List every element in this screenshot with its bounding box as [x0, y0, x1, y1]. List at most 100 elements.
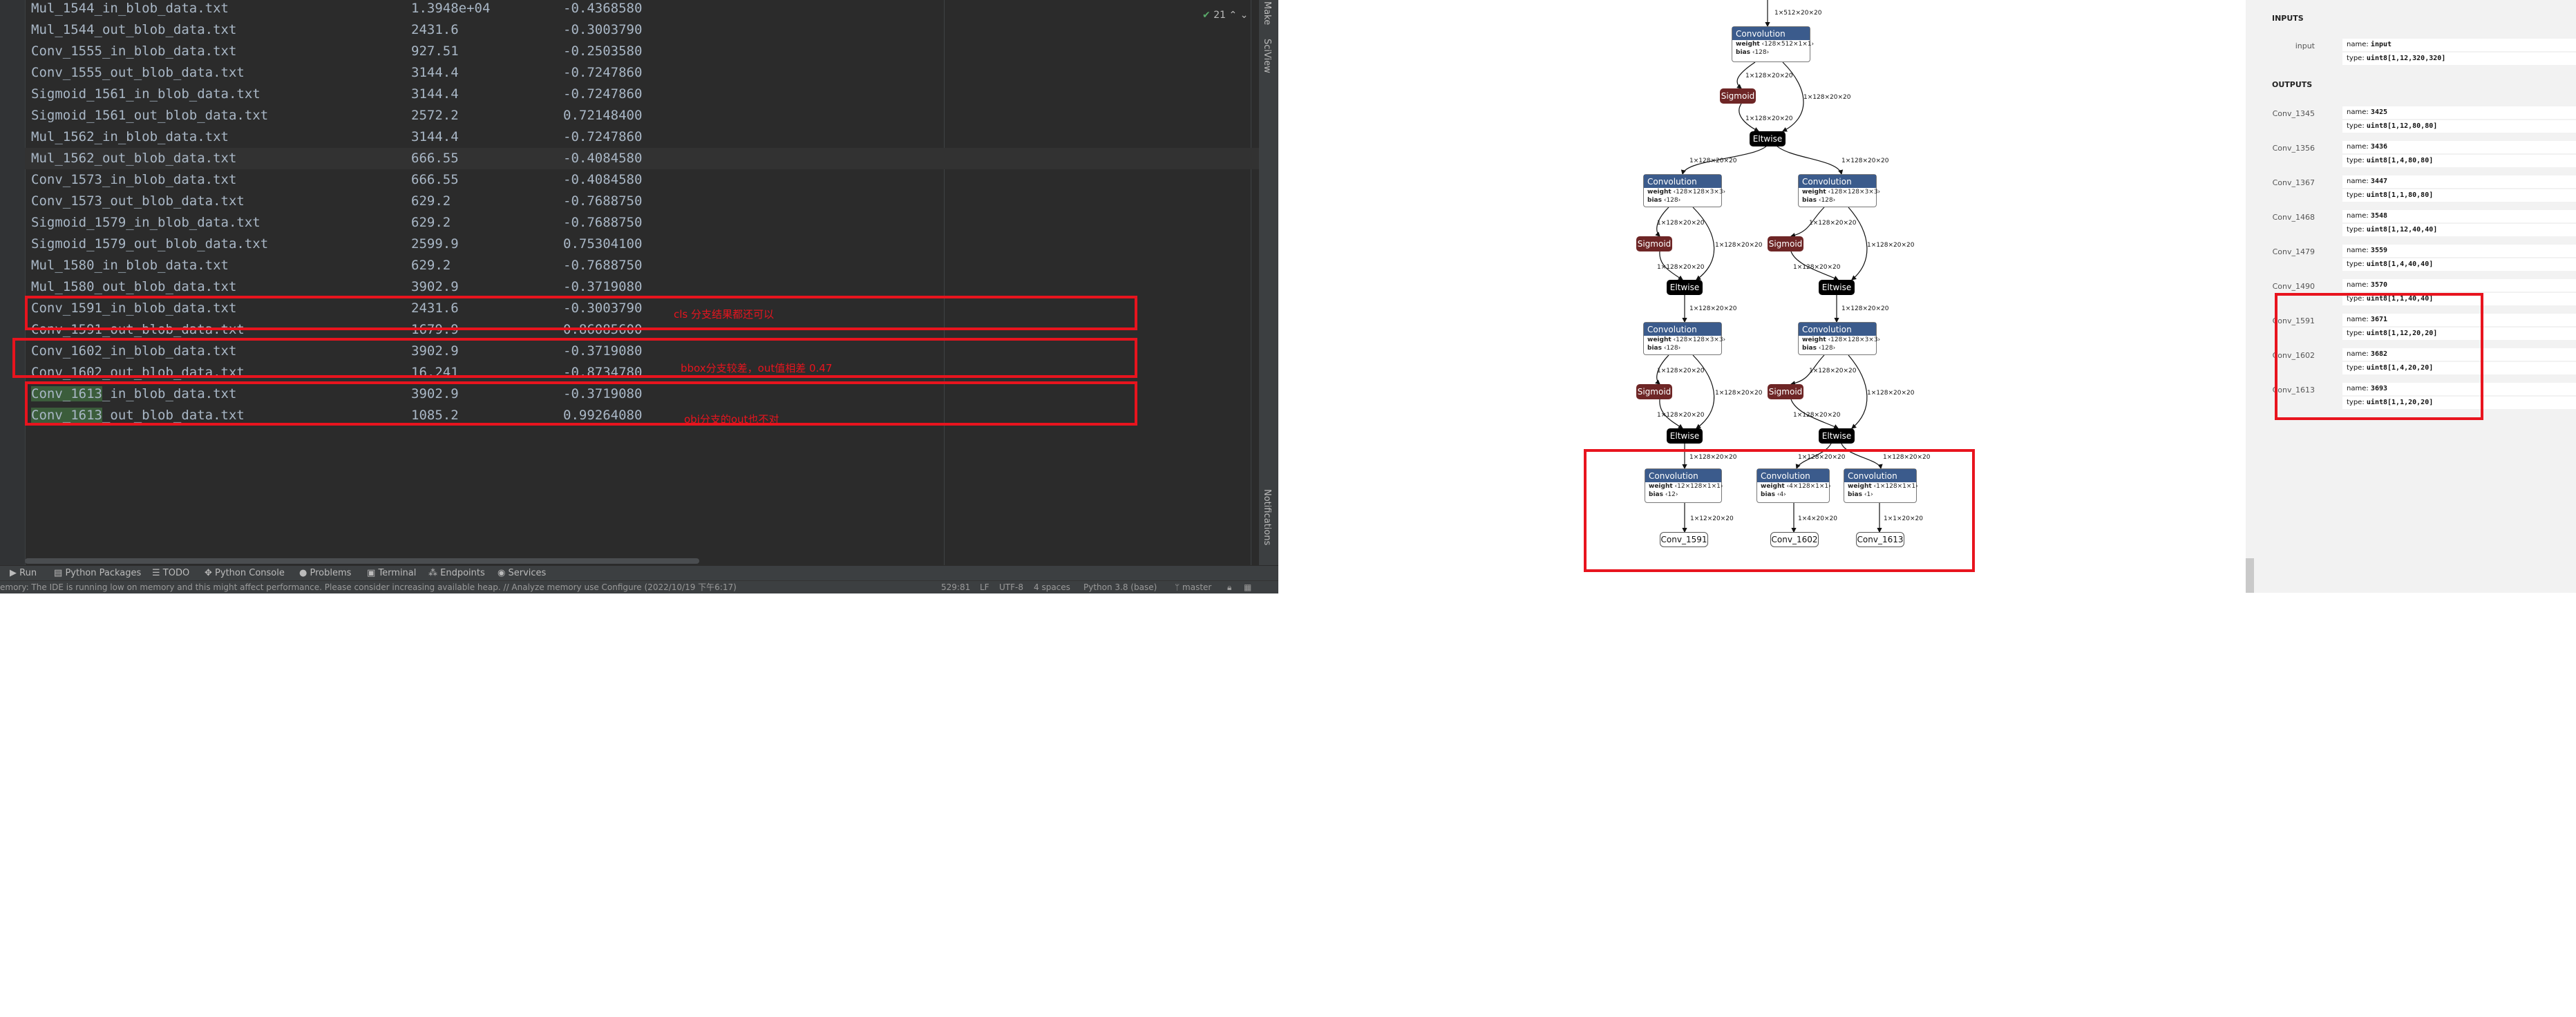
- sigmoid-node[interactable]: Sigmoid: [1720, 88, 1756, 104]
- conv-node-l1[interactable]: Convolution weight ‹128×128×3×3› bias ‹1…: [1643, 174, 1725, 207]
- lock-icon[interactable]: 🔒︎: [1227, 582, 1232, 592]
- input-type-field[interactable]: type: uint8[1,12,320,320]: [2342, 53, 2576, 65]
- output-type-field[interactable]: type: uint8[1,1,40,40]: [2342, 293, 2576, 305]
- horizontal-scrollbar[interactable]: [25, 558, 699, 564]
- output-node-conv-1591[interactable]: Conv_1591: [1660, 532, 1708, 547]
- output-name-field[interactable]: name: 3682: [2342, 348, 2576, 361]
- output-type-field[interactable]: type: uint8[1,12,40,40]: [2342, 224, 2576, 236]
- sigmoid-node[interactable]: Sigmoid: [1636, 384, 1672, 399]
- file-name: Mul_1562_out_blob_data.txt: [31, 151, 237, 166]
- todo-tab[interactable]: ☰ TODO: [152, 567, 189, 580]
- output-type-field[interactable]: type: uint8[1,4,40,40]: [2342, 258, 2576, 271]
- type-key: type:: [2347, 226, 2365, 234]
- annotation-cls: cls 分支结果都还可以: [674, 308, 774, 321]
- sigmoid-node[interactable]: Sigmoid: [1768, 236, 1803, 251]
- output-type-field[interactable]: type: uint8[1,12,80,80]: [2342, 120, 2576, 133]
- file-name: Conv_1591_in_blob_data.txt: [31, 301, 237, 316]
- output-name-field[interactable]: name: 3559: [2342, 245, 2576, 257]
- eltwise-node[interactable]: Eltwise: [1750, 131, 1786, 146]
- eltwise-node[interactable]: Eltwise: [1667, 428, 1703, 444]
- indent-setting[interactable]: 4 spaces: [1034, 582, 1070, 592]
- conv-node-l2[interactable]: Convolution weight ‹128×128×3×3› bias ‹1…: [1643, 322, 1725, 355]
- output-type-field[interactable]: type: uint8[1,12,20,20]: [2342, 327, 2576, 340]
- type-key: type:: [2347, 399, 2365, 406]
- eltwise-node[interactable]: Eltwise: [1667, 280, 1703, 295]
- file-name: Conv_1555_in_blob_data.txt: [31, 44, 237, 59]
- output-type-field[interactable]: type: uint8[1,1,20,20]: [2342, 397, 2576, 409]
- output-node-conv-1613[interactable]: Conv_1613: [1856, 532, 1904, 547]
- output-type: uint8[1,4,20,20]: [2366, 364, 2434, 372]
- type-key: type:: [2347, 330, 2365, 337]
- conv-node-obj[interactable]: Convolution weight ‹1×128×1×1› bias ‹1›: [1844, 468, 1918, 503]
- output-type-field[interactable]: type: uint8[1,4,80,80]: [2342, 155, 2576, 167]
- services-tab[interactable]: ◉ Services: [498, 567, 546, 580]
- output-name-field[interactable]: name: 3671: [2342, 314, 2576, 326]
- output-name: 3559: [2370, 247, 2388, 254]
- node-title: Convolution: [1844, 469, 1916, 482]
- sigmoid-node[interactable]: Sigmoid: [1768, 384, 1803, 399]
- max-value: 927.51: [411, 44, 459, 59]
- node-title: Convolution: [1644, 323, 1721, 336]
- conv-node-r2[interactable]: Convolution weight ‹128×128×3×3› bias ‹1…: [1798, 322, 1880, 355]
- bias-label: bias: [1802, 197, 1817, 204]
- name-key: name:: [2347, 178, 2369, 185]
- bias-shape: ‹128›: [1663, 197, 1681, 204]
- eltwise-node[interactable]: Eltwise: [1819, 428, 1855, 444]
- sciview-tab[interactable]: SciView: [1262, 39, 1272, 73]
- output-type: uint8[1,4,80,80]: [2366, 157, 2434, 164]
- highlight-box-cls: [25, 296, 1137, 330]
- file-name: Conv_1573_in_blob_data.txt: [31, 172, 237, 187]
- status-message[interactable]: emory: The IDE is running low on memory …: [0, 582, 737, 592]
- edge-label: 1×128×20×20: [1689, 454, 1737, 461]
- edge-label: 1×128×20×20: [1867, 242, 1915, 249]
- output-type-field[interactable]: type: uint8[1,4,20,20]: [2342, 362, 2576, 374]
- file-encoding[interactable]: UTF-8: [999, 582, 1023, 592]
- conv-node-cls[interactable]: Convolution weight ‹12×128×1×1› bias ‹12…: [1645, 468, 1723, 503]
- python-packages-tab[interactable]: ▤ Python Packages: [54, 567, 141, 580]
- cursor-position[interactable]: 529:81: [941, 582, 971, 592]
- input-name-field[interactable]: name: input: [2342, 39, 2576, 51]
- outputs-heading: OUTPUTS: [2272, 80, 2313, 89]
- output-name-field[interactable]: name: 3425: [2342, 106, 2576, 119]
- output-name-field[interactable]: name: 3436: [2342, 141, 2576, 153]
- edge-label: 1×128×20×20: [1715, 242, 1763, 249]
- output-name-field[interactable]: name: 3447: [2342, 175, 2576, 188]
- conv-node-bbox[interactable]: Convolution weight ‹4×128×1×1› bias ‹4›: [1756, 468, 1831, 503]
- python-console-tab[interactable]: ✥ Python Console: [205, 567, 285, 580]
- terminal-tab[interactable]: ▣ Terminal: [367, 567, 416, 580]
- panel-scrollbar[interactable]: [2246, 558, 2254, 593]
- make-tab[interactable]: Make: [1262, 1, 1272, 26]
- edge-label: 1×1×20×20: [1884, 515, 1923, 522]
- problems-indicator[interactable]: ✔ 21 ⌃ ⌄: [1202, 10, 1249, 21]
- notifications-tab[interactable]: Notifications: [1262, 489, 1272, 546]
- weight-shape: ‹4×128×1×1›: [1786, 483, 1831, 490]
- output-name-field[interactable]: name: 3570: [2342, 279, 2576, 292]
- conv-node-r1[interactable]: Convolution weight ‹128×128×3×3› bias ‹1…: [1798, 174, 1880, 207]
- endpoints-tab[interactable]: ⁂ Endpoints: [428, 567, 485, 580]
- edge-label: 1×128×20×20: [1745, 115, 1793, 122]
- output-name-field[interactable]: name: 3693: [2342, 383, 2576, 395]
- file-name: Mul_1544_out_blob_data.txt: [31, 22, 237, 37]
- min-value: -0.2503580: [563, 44, 643, 59]
- conv-node-top[interactable]: Convolution weight ‹128×512×1×1› bias ‹1…: [1732, 26, 1814, 62]
- type-key: type:: [2347, 122, 2365, 130]
- problems-tab[interactable]: ● Problems: [299, 567, 351, 580]
- min-value: -0.3003790: [563, 301, 643, 316]
- run-tab[interactable]: ▶ Run: [10, 567, 37, 580]
- bias-label: bias: [1761, 491, 1775, 498]
- output-node-conv-1602[interactable]: Conv_1602: [1770, 532, 1819, 547]
- sigmoid-node[interactable]: Sigmoid: [1636, 236, 1672, 251]
- output-name-field[interactable]: name: 3548: [2342, 210, 2576, 222]
- line-separator[interactable]: LF: [980, 582, 989, 592]
- netron-graph: 1×512×20×20 Convolution weight ‹128×512×…: [1548, 0, 2032, 593]
- vcs-branch[interactable]: ᛘ master: [1175, 582, 1211, 593]
- memory-indicator-icon[interactable]: ▦: [1244, 582, 1252, 592]
- python-interpreter[interactable]: Python 3.8 (base): [1083, 582, 1157, 592]
- output-type-field[interactable]: type: uint8[1,1,80,80]: [2342, 189, 2576, 202]
- eltwise-node[interactable]: Eltwise: [1819, 280, 1855, 295]
- python-packages-label: Python Packages: [65, 568, 142, 578]
- edge-label: 1×128×20×20: [1793, 264, 1841, 271]
- editor-gutter: [0, 0, 26, 565]
- name-key: name:: [2347, 350, 2369, 358]
- edge-label: 1×128×20×20: [1657, 368, 1705, 374]
